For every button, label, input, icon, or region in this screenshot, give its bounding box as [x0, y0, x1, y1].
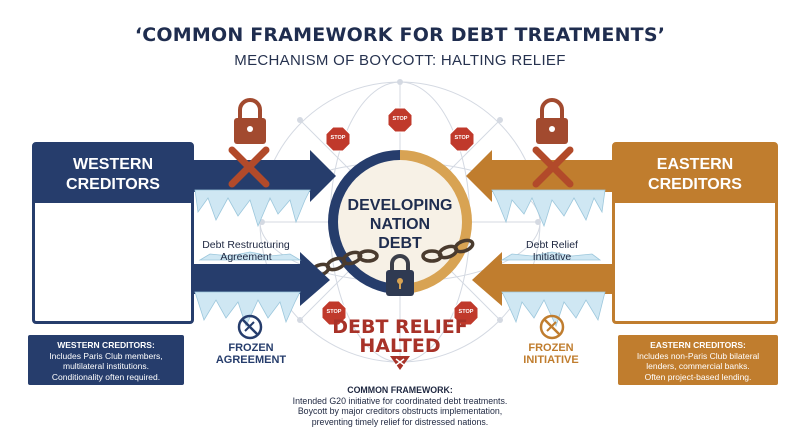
page-title: ‘COMMON FRAMEWORK FOR DEBT TREATMENTS’ [134, 24, 666, 46]
frozen-right-line1: FROZEN [528, 342, 574, 354]
left-arrow-label: Debt Restructuring Agreement [196, 239, 296, 263]
western-title-line1: WESTERN [73, 156, 153, 173]
halted-line1: DEBT RELIEF [332, 316, 468, 338]
center-circle [328, 150, 472, 294]
down-warning-icon [390, 356, 410, 370]
frozen-initiative-label: FROZEN INITIATIVE [506, 342, 596, 366]
eastern-info-line2: lenders, commercial banks. [646, 361, 750, 371]
western-info-line2: multilateral institutions. [63, 361, 149, 371]
stop-sign-icon [321, 107, 479, 326]
stop-sign-text: STOP [454, 135, 470, 141]
eastern-title-line1: EASTERN [656, 156, 734, 173]
x-mark-icon [228, 146, 574, 188]
right-arrow-label-line1: Debt Relief [526, 239, 578, 251]
center-line1: DEVELOPING [347, 197, 453, 214]
right-arrow-label: Debt Relief Initiative [502, 239, 602, 263]
eastern-title-line2: CREDITORS [648, 176, 742, 193]
stop-sign-text: STOP [330, 135, 346, 141]
ice-icon [194, 189, 606, 328]
frozen-left-line1: FROZEN [228, 342, 274, 354]
frozen-left-line2: AGREEMENT [215, 354, 287, 366]
common-framework-heading: COMMON FRAMEWORK: [347, 385, 453, 395]
halted-line2: HALTED [359, 335, 441, 357]
western-info-box: WESTERN CREDITORS: Includes Paris Club m… [28, 335, 184, 385]
stop-sign-text: STOP [326, 309, 342, 315]
eastern-panel-header: EASTERN CREDITORS [615, 145, 775, 203]
eastern-info-line1: Includes non-Paris Club bilateral [636, 350, 760, 361]
debt-relief-halted: DEBT RELIEF HALTED [320, 318, 480, 356]
lock-icon [234, 98, 266, 144]
page-subtitle: MECHANISM OF BOYCOTT: HALTING RELIEF [234, 52, 566, 69]
center-line3: DEBT [378, 235, 422, 252]
arrow-east-upper [466, 150, 612, 202]
lock-icon [536, 98, 568, 144]
left-arrow-label-line2: Agreement [220, 251, 272, 263]
no-pen-icon [539, 314, 565, 340]
eastern-info-box: EASTERN CREDITORS: Includes non-Paris Cl… [618, 335, 778, 385]
left-arrow-label-line1: Debt Restructuring [202, 239, 290, 251]
western-creditors-panel: WESTERN CREDITORS [32, 142, 194, 324]
eastern-info-heading: EASTERN CREDITORS: [650, 340, 746, 350]
eastern-info-line3: Often project-based lending. [644, 371, 752, 382]
western-title-line2: CREDITORS [66, 176, 160, 193]
common-framework-line2: Boycott by major creditors obstructs imp… [297, 406, 503, 416]
western-panel-header: WESTERN CREDITORS [35, 145, 191, 203]
common-framework-line1: Intended G20 initiative for coordinated … [292, 395, 508, 406]
frozen-right-line2: INITIATIVE [523, 354, 579, 366]
western-info-heading: WESTERN CREDITORS: [57, 340, 155, 350]
stop-sign-text: STOP [392, 116, 408, 122]
center-label: DEVELOPING NATION DEBT [330, 196, 470, 253]
common-framework-note: COMMON FRAMEWORK: Intended G20 initiativ… [250, 385, 550, 427]
right-arrow-label-line2: Initiative [532, 251, 572, 263]
western-info-line1: Includes Paris Club members, [49, 350, 163, 361]
common-framework-line3: preventing timely relief for distressed … [311, 416, 489, 427]
stop-sign-text: STOP [458, 309, 474, 315]
frozen-agreement-label: FROZEN AGREEMENT [206, 342, 296, 366]
eastern-creditors-panel: EASTERN CREDITORS [612, 142, 778, 324]
arrow-west-upper [190, 150, 336, 202]
no-pen-icon [237, 314, 263, 340]
lock-icon [386, 254, 414, 296]
center-line2: NATION [369, 216, 431, 233]
western-info-line3: Conditionality often required. [51, 371, 161, 382]
